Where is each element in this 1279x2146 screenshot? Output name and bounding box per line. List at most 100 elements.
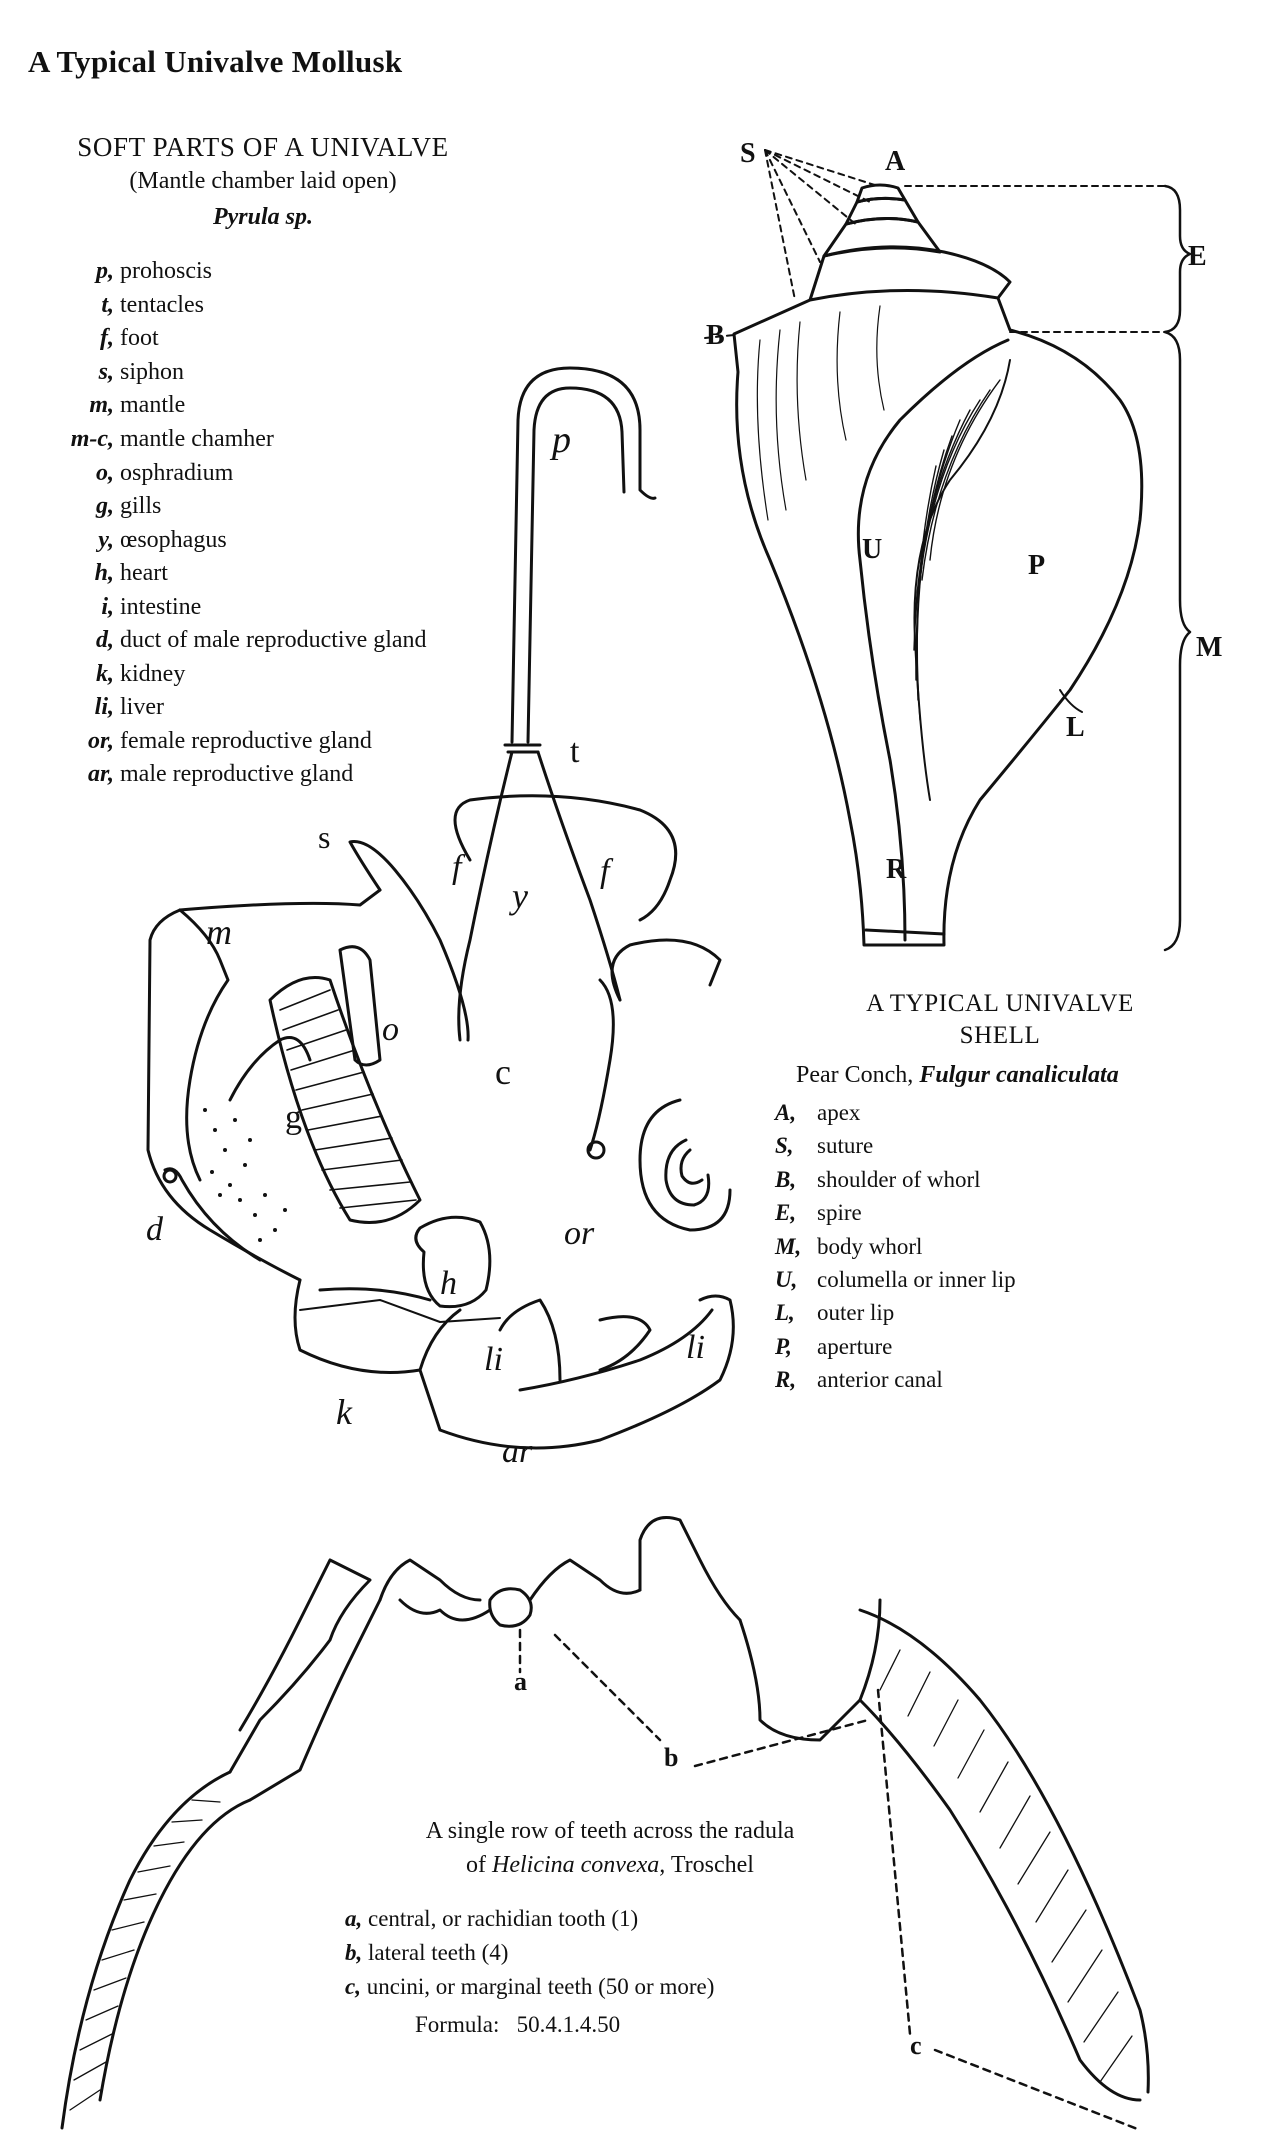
visceral-mass — [293, 1278, 735, 1450]
legend-item: or,female reproductive gland — [87, 728, 372, 754]
shell-growth-lines — [756, 305, 885, 521]
soft-label-li-left: li — [484, 1341, 503, 1378]
radula-lateral-cusp — [398, 1598, 492, 1622]
radula-left-lateral — [248, 1598, 382, 1802]
soft-label-k: k — [336, 1392, 353, 1432]
soft-label-y: y — [509, 876, 528, 916]
radula-label-c: c — [910, 2031, 922, 2060]
legend-item: P,aperture — [775, 1334, 893, 1359]
shell-label-E: E — [1188, 241, 1207, 272]
liver-lobe — [498, 1298, 562, 1382]
radula-caption-line1: A single row of teeth across the radula — [425, 1818, 795, 1844]
legend-item: b, lateral teeth (4) — [345, 1940, 509, 1965]
proboscis-inner — [526, 386, 626, 744]
legend-item: g,gills — [96, 493, 162, 519]
spire-bracket — [1163, 184, 1192, 334]
legend-item: i,intestine — [101, 594, 202, 620]
gills — [268, 976, 422, 1224]
radula-label-b: b — [664, 1743, 678, 1772]
legend-item: li,liver — [94, 694, 164, 720]
radula-right-lateral — [738, 1598, 882, 1742]
shell-label-U: U — [862, 534, 882, 565]
female-gland-outer — [638, 1098, 732, 1232]
radula-species: Helicina convexa, — [492, 1852, 666, 1878]
shell-label-P: P — [1028, 550, 1045, 581]
soft-label-or: or — [564, 1215, 595, 1252]
duct-opening — [162, 1168, 178, 1184]
shell-canal-tip — [864, 928, 946, 936]
legend-item: f,foot — [100, 325, 159, 351]
mantle-fold — [178, 908, 230, 1182]
mantle-chamber-edge — [228, 1036, 312, 1102]
intestine-loop — [610, 938, 722, 1002]
soft-parts-subheading: (Mantle chamber laid open) — [129, 168, 397, 194]
legend-item: o,osphradium — [96, 460, 234, 486]
legend-item: p,prohoscis — [96, 258, 212, 284]
intestine — [588, 978, 615, 1152]
siphon — [348, 840, 470, 1042]
soft-label-g: g — [285, 1099, 302, 1136]
radula-right-inner — [858, 1698, 1142, 2102]
soft-label-h: h — [440, 1265, 457, 1302]
stippled-tissue — [203, 1108, 287, 1242]
soft-label-s: s — [318, 819, 330, 855]
shell-guide-lines — [704, 149, 1166, 339]
soft-label-d: d — [146, 1211, 164, 1248]
shell-label-S: S — [740, 138, 756, 169]
shell-label-L: L — [1066, 712, 1085, 743]
radula-left-cusps — [378, 1558, 482, 1602]
soft-parts-figure — [146, 366, 735, 1450]
shell-columella — [856, 338, 1010, 942]
radula-right-lateral — [638, 1516, 742, 1622]
osphradium — [338, 945, 382, 1067]
heart — [414, 1215, 492, 1309]
shell-label-A: A — [885, 146, 906, 177]
page-title: A Typical Univalve Mollusk — [28, 44, 403, 79]
legend-item: a, central, or rachidian tooth (1) — [345, 1906, 639, 1931]
shell-label-M: M — [1196, 632, 1222, 663]
anus — [586, 1140, 606, 1160]
soft-label-c: c — [495, 1052, 511, 1092]
shell-figure — [704, 149, 1192, 952]
foot — [453, 794, 678, 922]
radula-left-outer — [60, 1770, 232, 2130]
mantle-margin — [299, 1299, 501, 1323]
soft-label-o: o — [382, 1011, 399, 1048]
radula-right-cusps — [528, 1558, 642, 1602]
radula-left-marginal-teeth — [69, 1799, 221, 2111]
duct — [163, 1167, 262, 1262]
gills-lamellae — [279, 989, 417, 1209]
radula-central-tooth — [488, 1587, 533, 1628]
legend-item: A,apex — [775, 1100, 861, 1125]
legend-item: L,outer lip — [775, 1300, 895, 1325]
mantle-top — [178, 888, 382, 912]
legend-item: m-c,mantle chamher — [70, 426, 274, 452]
shell-spire-whorl — [822, 216, 942, 258]
legend-item: R,anterior canal — [775, 1367, 943, 1392]
legend-item: c, uncini, or marginal teeth (50 or more… — [345, 1974, 715, 1999]
legend-item: s,siphon — [98, 359, 185, 385]
mantle-outer — [146, 908, 302, 1282]
liver-lobe — [598, 1315, 652, 1372]
liver-edge — [518, 1308, 714, 1392]
soft-label-li-right: li — [686, 1329, 705, 1366]
legend-item: E,spire — [775, 1200, 862, 1225]
radula-right-marginal-teeth — [879, 1649, 1133, 2083]
legend-item: S,suture — [775, 1133, 874, 1158]
female-gland-core — [679, 1148, 704, 1185]
legend-item: d,duct of male reproductive gland — [96, 627, 427, 653]
radula-figure — [60, 1516, 1150, 2132]
shell-label-B: B — [706, 320, 725, 351]
radula-right-outer — [858, 1608, 1150, 2094]
proboscis — [510, 366, 657, 744]
oesophagus-left — [457, 750, 514, 1042]
soft-label-t: t — [570, 733, 580, 770]
soft-label-p: p — [549, 419, 571, 461]
radula-label-a: a — [514, 1667, 527, 1696]
legend-item: ar,male reproductive gland — [87, 761, 354, 787]
legend-item: y,œsophagus — [98, 527, 227, 553]
legend-item: m,mantle — [89, 392, 186, 418]
shell-label-R: R — [886, 854, 907, 885]
radula-left-inner — [98, 1798, 252, 2102]
